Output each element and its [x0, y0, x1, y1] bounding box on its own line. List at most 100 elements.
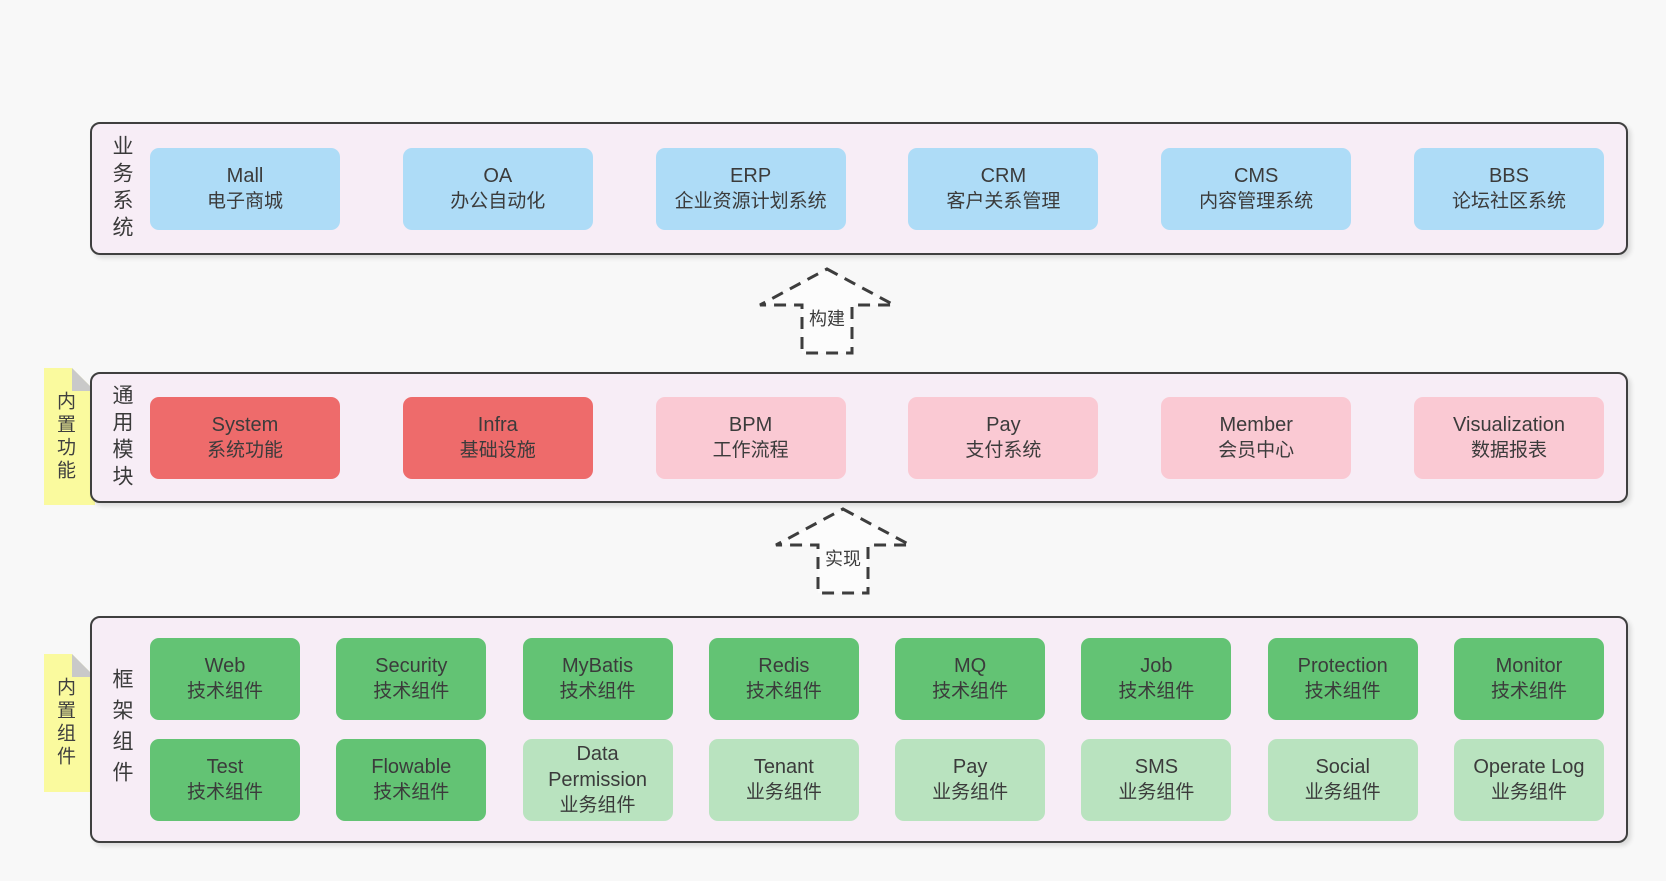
note-label: 内置功能 [54, 390, 75, 483]
box-title: Member [1219, 413, 1293, 436]
box-subtitle: 技术组件 [373, 782, 450, 804]
dashed-up-arrow-icon [775, 507, 911, 595]
box-subtitle: 技术组件 [186, 782, 263, 804]
arrow-label: 实现 [825, 549, 861, 569]
component-boxes: Web 技术组件 Security 技术组件 MyBatis 技术组件 Redi… [150, 618, 1626, 841]
box-subtitle: 技术组件 [1118, 680, 1195, 702]
box-title: BPM [728, 413, 773, 436]
component-box-job: Job 技术组件 [1081, 637, 1232, 720]
component-box-tenant: Tenant 业务组件 [708, 739, 859, 822]
box-subtitle: 业务组件 [1118, 782, 1195, 804]
box-title: Pay [986, 413, 1021, 436]
module-box-infra: Infra 基础设施 [402, 396, 593, 479]
box-title: Job [1140, 654, 1173, 677]
component-box-flowable: Flowable 技术组件 [336, 739, 487, 822]
component-box-test: Test 技术组件 [150, 739, 300, 822]
box-subtitle: 工作流程 [712, 439, 789, 461]
box-title: BBS [1488, 164, 1529, 187]
component-box-data-permission: Data Permission 业务组件 [522, 739, 673, 822]
box-subtitle: 内容管理系统 [1199, 190, 1314, 212]
component-box-social: Social 业务组件 [1267, 739, 1418, 822]
box-title: OA [483, 164, 513, 187]
box-subtitle: 支付系统 [965, 439, 1042, 461]
box-title: Security [375, 654, 448, 677]
business-box-crm: CRM 客户关系管理 [908, 147, 1099, 230]
box-title: CMS [1233, 164, 1279, 187]
module-boxes: System 系统功能 Infra 基础设施 BPM 工作流程 Pay 支付系统… [150, 374, 1626, 501]
box-title: Data Permission [548, 743, 648, 792]
box-title: Test [206, 756, 244, 779]
box-subtitle: 业务组件 [932, 782, 1009, 804]
business-box-erp: ERP 企业资源计划系统 [655, 147, 846, 230]
component-box-redis: Redis 技术组件 [708, 637, 859, 720]
arrow-implement: 实现 [773, 506, 913, 596]
panel-label-column: 业务系统 [92, 124, 150, 253]
box-subtitle: 业务组件 [1304, 782, 1381, 804]
sticky-note-builtin-features: 内置功能 [44, 368, 95, 505]
box-title: ERP [730, 164, 772, 187]
box-title: MyBatis [562, 654, 634, 677]
business-box-cms: CMS 内容管理系统 [1161, 147, 1352, 230]
sticky-note-builtin-components: 内置组件 [44, 654, 95, 792]
component-row-1: Web 技术组件 Security 技术组件 MyBatis 技术组件 Redi… [150, 637, 1604, 720]
component-box-pay: Pay 业务组件 [895, 739, 1046, 822]
arrow-label: 构建 [809, 309, 845, 329]
box-title: Tenant [753, 756, 814, 779]
box-title: System [211, 413, 279, 436]
box-title: Web [204, 654, 246, 677]
panel-label: 通用模块 [110, 383, 133, 492]
box-title: Social [1315, 756, 1370, 779]
module-box-visualization: Visualization 数据报表 [1413, 396, 1604, 479]
component-box-operate-log: Operate Log 业务组件 [1453, 739, 1604, 822]
dashed-up-arrow-icon [759, 267, 895, 355]
box-title: SMS [1134, 756, 1179, 779]
component-box-security: Security 技术组件 [336, 637, 487, 720]
business-systems-panel: 业务系统 Mall 电子商城 OA 办公自动化 ERP 企业资源计划系统 CRM… [90, 122, 1628, 255]
box-title: Pay [952, 756, 988, 779]
box-subtitle: 业务组件 [745, 782, 822, 804]
box-title: Monitor [1495, 654, 1563, 677]
component-box-sms: SMS 业务组件 [1081, 739, 1232, 822]
box-subtitle: 技术组件 [1304, 680, 1381, 702]
panel-label: 框架组件 [110, 667, 133, 792]
box-title: Operate Log [1473, 756, 1585, 779]
module-box-system: System 系统功能 [150, 396, 340, 479]
note-label: 内置组件 [54, 677, 75, 769]
component-box-mq: MQ 技术组件 [895, 637, 1046, 720]
box-subtitle: 基础设施 [459, 439, 536, 461]
component-box-protection: Protection 技术组件 [1267, 637, 1418, 720]
box-subtitle: 技术组件 [559, 680, 636, 702]
box-subtitle: 技术组件 [932, 680, 1009, 702]
business-box-mall: Mall 电子商城 [150, 147, 340, 230]
module-box-bpm: BPM 工作流程 [655, 396, 846, 479]
box-subtitle: 技术组件 [1490, 680, 1567, 702]
box-subtitle: 数据报表 [1470, 439, 1547, 461]
panel-label-column: 框架组件 [92, 618, 150, 841]
box-subtitle: 办公自动化 [450, 190, 546, 212]
module-box-pay: Pay 支付系统 [908, 396, 1099, 479]
component-row-2: Test 技术组件 Flowable 技术组件 Data Permission … [150, 739, 1604, 822]
box-title: Infra [477, 413, 518, 436]
component-box-web: Web 技术组件 [150, 637, 300, 720]
panel-label-column: 通用模块 [92, 374, 150, 501]
box-title: Flowable [371, 756, 452, 779]
box-title: Visualization [1453, 413, 1565, 436]
box-subtitle: 技术组件 [186, 680, 263, 702]
box-subtitle: 技术组件 [745, 680, 822, 702]
box-subtitle: 论坛社区系统 [1451, 190, 1566, 212]
box-subtitle: 电子商城 [206, 190, 283, 212]
box-subtitle: 技术组件 [373, 680, 450, 702]
box-title: MQ [954, 654, 987, 677]
box-title: Redis [758, 654, 810, 677]
business-box-oa: OA 办公自动化 [402, 147, 593, 230]
arrow-build: 构建 [757, 266, 897, 356]
component-box-mybatis: MyBatis 技术组件 [522, 637, 673, 720]
module-box-member: Member 会员中心 [1161, 396, 1352, 479]
box-subtitle: 系统功能 [206, 439, 283, 461]
framework-components-panel: 框架组件 Web 技术组件 Security 技术组件 MyBatis 技术组件… [90, 616, 1628, 843]
business-boxes: Mall 电子商城 OA 办公自动化 ERP 企业资源计划系统 CRM 客户关系… [150, 124, 1626, 253]
box-title: CRM [980, 164, 1027, 187]
box-title: Mall [226, 164, 264, 187]
panel-label: 业务系统 [110, 134, 133, 243]
box-subtitle: 业务组件 [559, 795, 636, 817]
